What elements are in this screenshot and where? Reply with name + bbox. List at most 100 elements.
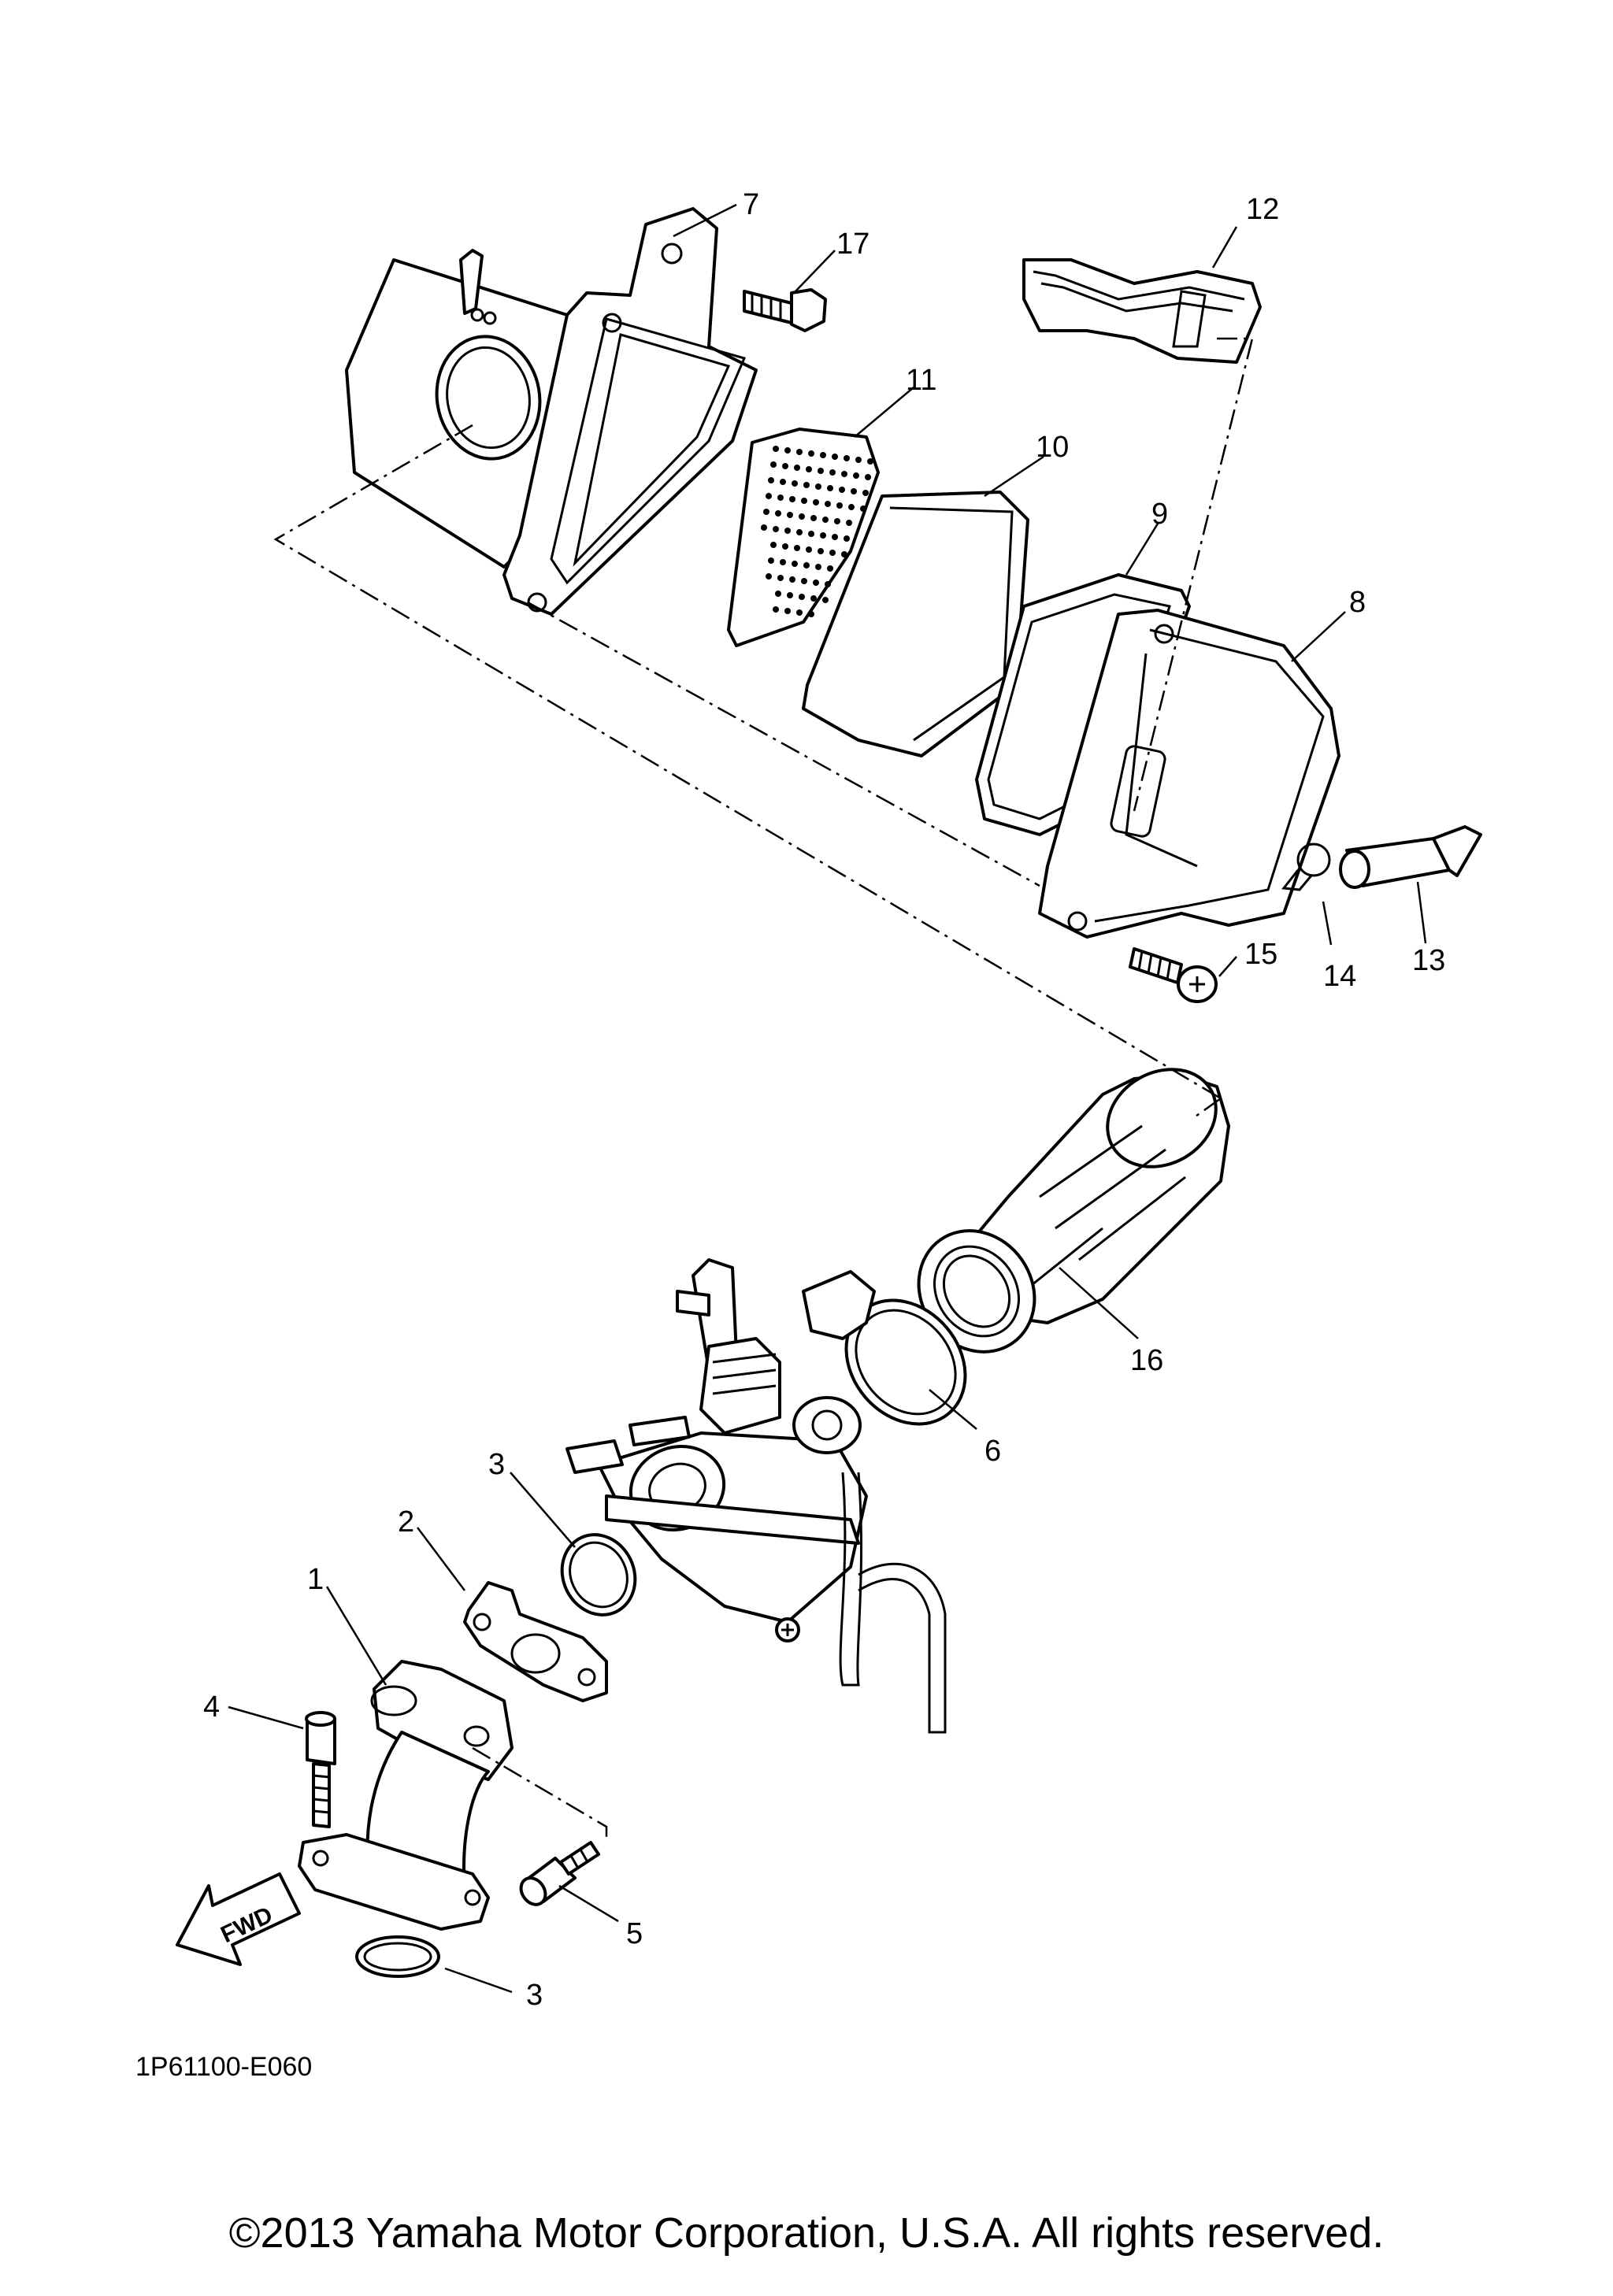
screen-perforation-dot — [810, 515, 817, 521]
callout-10: 10 — [1036, 431, 1069, 464]
callout-5: 5 — [626, 1917, 643, 1950]
screen-perforation-dot — [784, 447, 791, 454]
screen-perforation-dot — [777, 575, 784, 581]
screen-perforation-dot — [841, 471, 847, 477]
screen-perforation-dot — [773, 606, 779, 613]
screen-perforation-dot — [829, 550, 836, 556]
screen-perforation-dot — [787, 592, 793, 598]
screen-perforation-dot — [770, 542, 777, 548]
screen-perforation-dot — [782, 463, 788, 469]
screen-perforation-dot — [818, 548, 824, 554]
screen-perforation-dot — [825, 501, 831, 507]
screen-perforation-dot — [853, 472, 859, 479]
screen-perforation-dot — [815, 483, 821, 490]
callout-12: 12 — [1246, 193, 1279, 226]
clamp-part-6 — [802, 1270, 967, 1426]
callout-3-upper: 3 — [488, 1448, 505, 1481]
screen-perforation-dot — [763, 509, 769, 515]
callout-numbers: 7 17 12 11 10 9 8 13 14 15 16 6 3 2 1 4 … — [203, 188, 1445, 2012]
screen-perforation-dot — [787, 512, 793, 518]
screen-perforation-dot — [825, 581, 831, 587]
screen-perforation-dot — [822, 597, 829, 603]
screen-perforation-dot — [815, 564, 821, 570]
screen-perforation-dot — [806, 546, 812, 553]
screen-perforation-dot — [808, 611, 814, 617]
screw-part-17 — [743, 288, 827, 332]
screen-perforation-dot — [829, 469, 836, 476]
screen-perforation-dot — [770, 461, 777, 468]
screen-perforation-dot — [851, 488, 857, 494]
case-frame-part-7 — [502, 207, 758, 616]
callout-16: 16 — [1130, 1344, 1163, 1377]
screen-perforation-dot — [799, 594, 805, 600]
screen-perforation-dot — [836, 502, 843, 509]
element-part-10 — [802, 491, 1029, 757]
screen-perforation-dot — [813, 499, 819, 505]
screen-perforation-dot — [844, 455, 850, 461]
screen-perforation-dot — [796, 609, 803, 616]
screen-perforation-dot — [801, 498, 807, 504]
callout-6: 6 — [984, 1435, 1001, 1468]
callout-2: 2 — [398, 1505, 414, 1539]
assembly-center-lines — [273, 337, 1254, 1839]
clip-part-14 — [1281, 842, 1331, 891]
drawing-code: 1P61100-E060 — [135, 2052, 312, 2082]
screen-perforation-dot — [799, 513, 805, 520]
screen-perforation-dot — [803, 482, 810, 488]
callout-17: 17 — [836, 228, 870, 261]
screen-perforation-dot — [820, 452, 826, 458]
screen-perforation-dot — [822, 517, 829, 523]
element-screen-part-11 — [727, 428, 880, 647]
screen-perforation-dot — [796, 529, 803, 535]
callout-4: 4 — [203, 1691, 220, 1724]
joint-part-12 — [1022, 258, 1262, 364]
tube-part-13 — [1339, 825, 1482, 889]
callout-15: 15 — [1244, 938, 1277, 971]
gasket-part-2 — [463, 1581, 608, 1702]
callout-11: 11 — [906, 364, 936, 397]
screen-perforation-dot — [841, 551, 847, 557]
screen-perforation-dot — [775, 591, 781, 597]
screen-perforation-dot — [777, 494, 784, 501]
screw-part-15 — [1129, 947, 1218, 1003]
forward-direction-arrow-icon: FWD — [176, 1872, 301, 1966]
screen-perforation-dot — [813, 580, 819, 586]
screen-perforation-dot — [810, 595, 817, 602]
screen-perforation-dot — [862, 490, 869, 496]
callout-13: 13 — [1412, 944, 1445, 977]
callout-9: 9 — [1151, 498, 1168, 531]
screen-perforation-dot — [865, 474, 871, 480]
screen-perforation-dot — [794, 545, 800, 551]
screen-perforation-dot — [773, 526, 779, 532]
callout-leader-lines — [228, 203, 1427, 1994]
screen-perforation-dot — [761, 524, 767, 531]
screen-perforation-dot — [808, 531, 814, 537]
screen-perforation-dot — [839, 487, 845, 493]
screen-perforation-dot — [768, 557, 774, 564]
screen-perforation-dot — [766, 573, 772, 580]
screen-perforation-dot — [766, 493, 772, 499]
callout-8: 8 — [1349, 586, 1366, 619]
screen-perforation-dot — [820, 532, 826, 539]
screen-perforation-dot — [818, 468, 824, 474]
screen-perforation-dot — [780, 479, 786, 485]
screen-perforation-dot — [844, 535, 850, 542]
bolt-part-5 — [519, 1841, 600, 1906]
screen-perforation-dot — [827, 485, 833, 491]
screen-perforation-dot — [801, 578, 807, 584]
o-ring-part-3-upper — [560, 1533, 637, 1616]
screen-perforation-dot — [792, 561, 798, 567]
callout-3-lower: 3 — [526, 1979, 543, 2012]
screen-perforation-dot — [834, 518, 840, 524]
screen-perforation-dot — [784, 528, 791, 534]
screen-perforation-dot — [789, 496, 795, 502]
screen-perforation-dot — [775, 510, 781, 517]
screen-perforation-dot — [832, 454, 838, 460]
case-cover-part-8 — [1038, 609, 1340, 939]
joint-part-16 — [917, 1068, 1230, 1354]
screen-perforation-dot — [794, 465, 800, 471]
screen-perforation-dot — [773, 446, 779, 452]
copyright-notice: ©2013 Yamaha Motor Corporation, U.S.A. A… — [228, 2209, 1385, 2257]
screen-perforation-dot — [827, 565, 833, 572]
o-ring-part-3-lower — [355, 1935, 440, 1978]
